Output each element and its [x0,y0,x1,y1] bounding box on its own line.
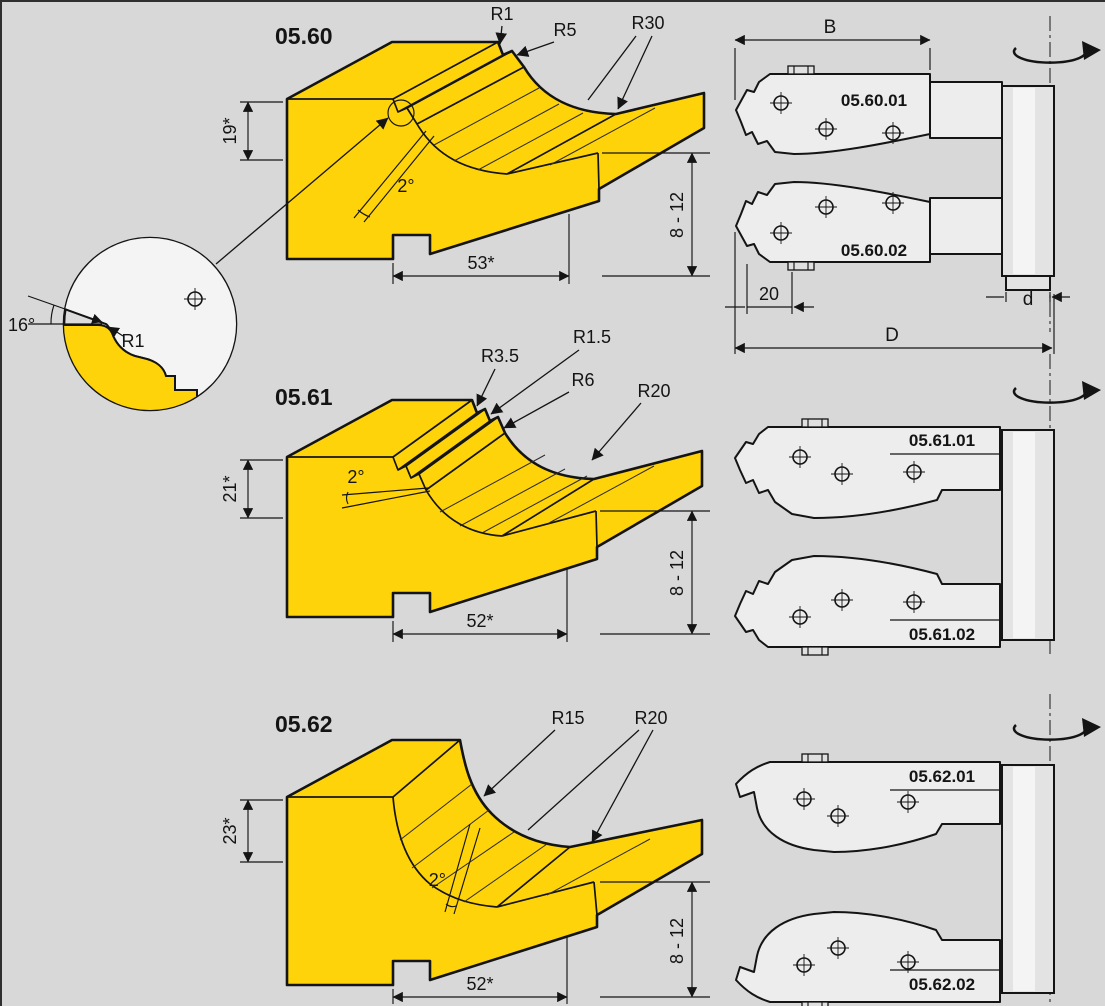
radius-label: R20 [634,708,667,728]
detail-callout-marker [387,99,415,127]
cutter-head-highlight [1013,88,1035,274]
wood-profile-body [285,40,706,261]
width-dimension: 53* [467,253,494,273]
surface-contour-lines [433,87,656,171]
radius-leader [587,35,653,109]
angle-arrow-line [27,295,103,324]
radius-leader [495,25,508,45]
knife-part-number: 05.60.02 [841,241,907,260]
radius-label: R30 [631,13,664,33]
edge-thickness-dimension: 8 - 12 [667,918,687,964]
width-dimension: 52* [466,974,493,994]
radius-leader [476,368,496,407]
profile-0561-drawing: 05.61 R3.5 R1.5 R6 R20 21* 2° 52* 8 - 12 [220,327,710,642]
height-dimension: 21* [220,475,240,502]
clamp-tab [787,65,815,75]
extension-lines [734,232,1055,354]
radius-label: R3.5 [481,346,519,366]
profile-title: 05.61 [275,384,333,410]
knife-part-number: 05.62.02 [909,975,975,994]
clamp-dimension: 20 [759,284,779,304]
radius-label: R1.5 [573,327,611,347]
surface-contour-lines [439,454,655,534]
width-B-label: B [824,17,837,38]
clamp-tab [801,753,829,763]
surface-contour-lines [399,783,651,903]
wood-profile-edges [287,739,598,916]
angle-lines [341,487,431,509]
profile-knife [734,418,1001,519]
cutter-head-highlight [1013,432,1035,638]
radius-leader [503,391,570,429]
knife-holder-arm [929,81,1003,139]
detail-leader [215,117,389,265]
edge-thickness-dimension: 8 - 12 [667,192,687,238]
detail-view: 16° R1 [8,117,389,412]
angle-lines [444,823,481,915]
radius-label: R1 [490,4,513,24]
profile-0560-drawing: 05.60 R1 R5 R30 19* 2° 53* 8 - 12 [220,4,710,284]
cutterhead-0560: 05.60.01 05.60.02 B 20 d D [725,17,1070,354]
shear-angle-label: 2° [347,467,364,487]
knife-part-number: 05.61.01 [909,431,975,450]
knife-part-number: 05.61.02 [909,625,975,644]
radius-label: R20 [637,381,670,401]
height-dimension: 19* [220,117,240,144]
cutterhead-0561: 05.61.01 05.61.02 [734,418,1055,655]
radius-leader [591,402,642,461]
detail-radius-label: R1 [121,331,144,351]
clamp-tab [801,418,829,428]
angle-lines [353,130,435,223]
extension-lines [240,101,283,161]
cutter-head-hub [1005,275,1051,291]
label-separator-lines [890,453,1000,621]
radius-label: R15 [551,708,584,728]
profile-title: 05.60 [275,23,333,49]
extension-lines [734,48,931,100]
knife-holder-arm [929,197,1003,255]
knife-part-number: 05.62.01 [909,767,975,786]
extension-lines [240,459,283,519]
height-dimension: 23* [220,817,240,844]
cutter-head-highlight [1013,767,1035,991]
knife-part-number: 05.60.01 [841,91,907,110]
diameter-D-label: D [885,325,899,346]
profile-title: 05.62 [275,711,333,737]
radius-label: R5 [553,20,576,40]
wood-profile-body [285,398,704,619]
label-separator-lines [890,789,1000,971]
radius-leader [516,41,555,57]
profile-0562-drawing: 05.62 R15 R20 23* 2° 52* 8 - 12 [220,708,710,1004]
profile-knife [735,753,1001,853]
radius-leader [483,729,556,797]
shear-angle-label: 2° [397,176,414,196]
bore-d-label: d [1023,289,1034,310]
shear-angle-label: 2° [429,870,446,890]
detail-wood [64,324,236,410]
radius-label: R6 [571,370,594,390]
cutterhead-0562: 05.62.01 05.62.02 [735,753,1055,1006]
detail-angle-label: 16° [8,315,35,335]
wood-profile-edges [287,399,598,548]
radius-leader [490,349,580,415]
edge-thickness-dimension: 8 - 12 [667,550,687,596]
profile-knife [735,65,931,155]
extension-lines [240,799,283,863]
width-dimension: 52* [466,611,493,631]
detail-radius-leader [108,326,124,337]
radius-leader [527,729,654,842]
wood-profile-body [285,738,704,987]
